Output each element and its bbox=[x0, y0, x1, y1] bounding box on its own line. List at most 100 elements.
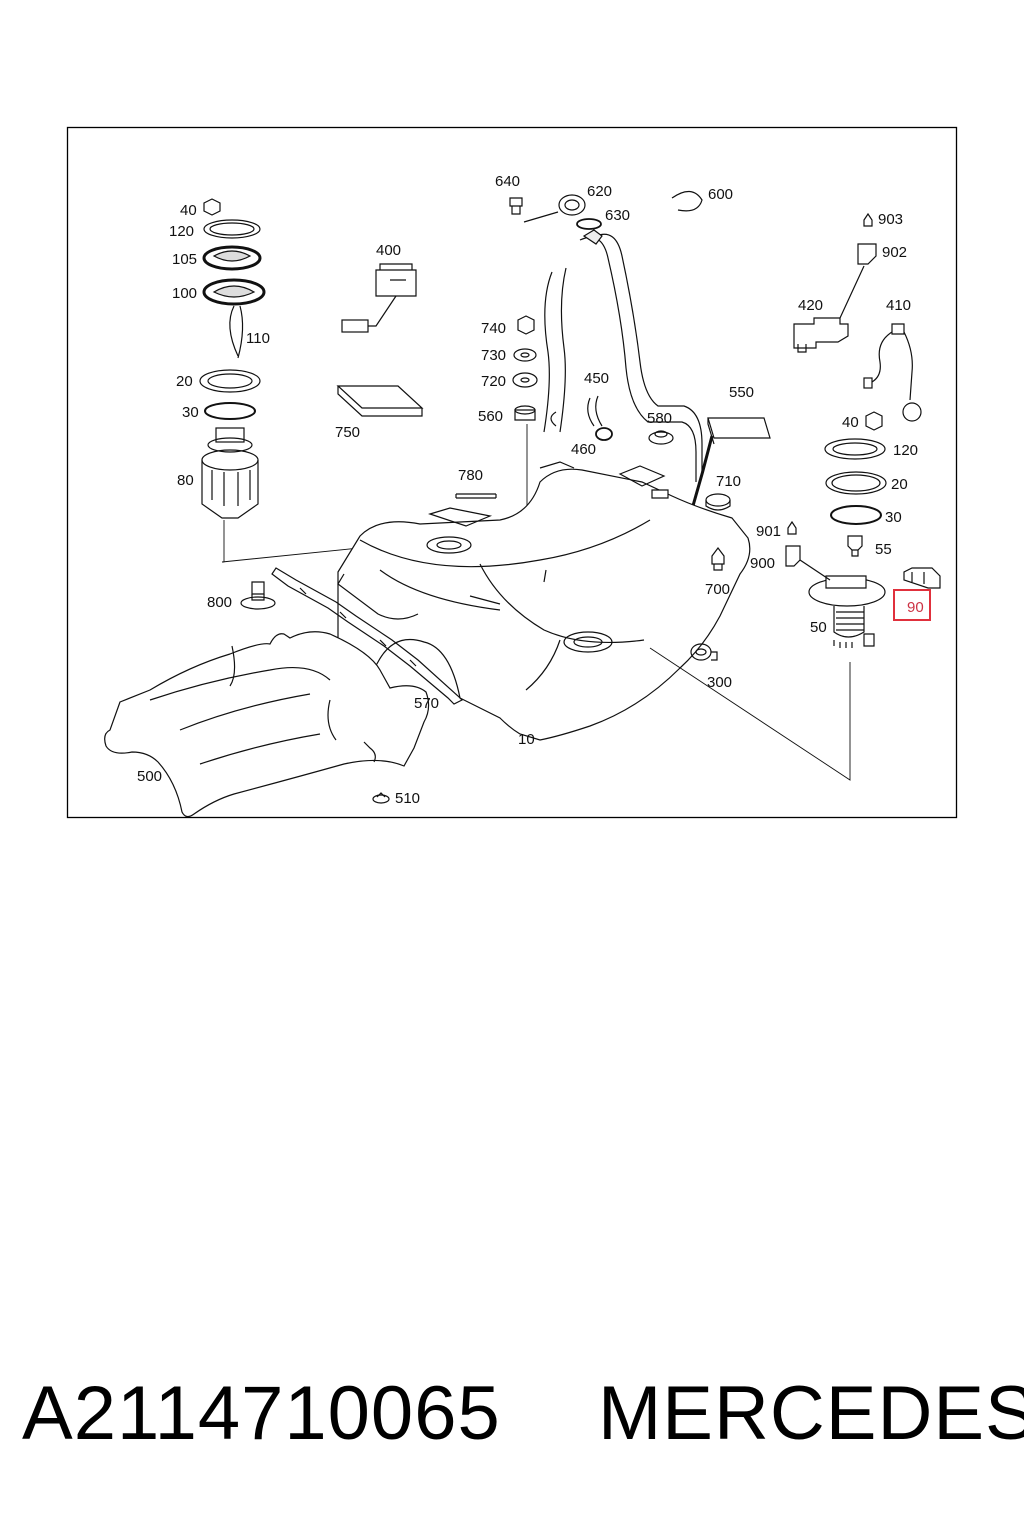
label-710[interactable]: 710 bbox=[716, 473, 741, 490]
bracket-90 bbox=[903, 567, 941, 589]
cap-901 bbox=[787, 520, 797, 535]
nut-510 bbox=[372, 792, 390, 804]
bracket-570 bbox=[271, 567, 464, 705]
fuel-tank-10 bbox=[337, 461, 751, 741]
cover-105 bbox=[202, 245, 262, 271]
sender-410 bbox=[863, 323, 922, 422]
nut-740 bbox=[517, 315, 535, 335]
label-30[interactable]: 30 bbox=[182, 404, 199, 421]
connector-900 bbox=[785, 545, 801, 567]
part-drawings bbox=[104, 190, 941, 818]
label-460[interactable]: 460 bbox=[571, 441, 596, 458]
grommet-580 bbox=[648, 430, 674, 445]
brand-name: MERCEDES bbox=[598, 1371, 1024, 1456]
pump-module-50 bbox=[799, 559, 886, 648]
label-901[interactable]: 901 bbox=[756, 523, 781, 540]
clip-700 bbox=[711, 547, 725, 571]
label-550[interactable]: 550 bbox=[729, 384, 754, 401]
cover-100 bbox=[202, 278, 266, 306]
label-40-right[interactable]: 40 bbox=[842, 414, 859, 431]
label-730[interactable]: 730 bbox=[481, 347, 506, 364]
label-400[interactable]: 400 bbox=[376, 242, 401, 259]
grommet-800 bbox=[240, 581, 276, 610]
heat-shield-500 bbox=[104, 631, 430, 818]
pump-80 bbox=[201, 427, 259, 519]
hose-450 bbox=[587, 395, 603, 427]
bumper-710 bbox=[705, 493, 731, 511]
label-580[interactable]: 580 bbox=[647, 410, 672, 427]
label-750[interactable]: 750 bbox=[335, 424, 360, 441]
label-800[interactable]: 800 bbox=[207, 594, 232, 611]
caption: A2114710065 MERCEDES bbox=[0, 1370, 1024, 1480]
mount-560 bbox=[514, 405, 536, 421]
label-620[interactable]: 620 bbox=[587, 183, 612, 200]
label-20-right[interactable]: 20 bbox=[891, 476, 908, 493]
part-number: A2114710065 bbox=[22, 1371, 501, 1456]
label-120[interactable]: 120 bbox=[169, 223, 194, 240]
label-90[interactable]: 90 bbox=[907, 599, 924, 616]
cap-640 bbox=[509, 197, 523, 215]
label-80[interactable]: 80 bbox=[177, 472, 194, 489]
label-40[interactable]: 40 bbox=[180, 202, 197, 219]
label-780[interactable]: 780 bbox=[458, 467, 483, 484]
part-labels: 640 620 630 600 40 120 105 100 110 400 2… bbox=[137, 173, 924, 807]
ring-630 bbox=[576, 218, 602, 230]
label-740[interactable]: 740 bbox=[481, 320, 506, 337]
washer-730 bbox=[513, 348, 537, 362]
label-120-right[interactable]: 120 bbox=[893, 442, 918, 459]
pad-750 bbox=[336, 385, 424, 417]
highlight-box-90[interactable] bbox=[893, 589, 931, 621]
label-630[interactable]: 630 bbox=[605, 207, 630, 224]
seal-30-right bbox=[830, 505, 882, 525]
label-55[interactable]: 55 bbox=[875, 541, 892, 558]
label-30-right[interactable]: 30 bbox=[885, 509, 902, 526]
label-600[interactable]: 600 bbox=[708, 186, 733, 203]
label-560[interactable]: 560 bbox=[478, 408, 503, 425]
ring-120-left bbox=[203, 219, 261, 239]
leader-80 bbox=[221, 520, 439, 563]
label-720[interactable]: 720 bbox=[481, 373, 506, 390]
ring-20-right bbox=[825, 471, 887, 495]
label-510[interactable]: 510 bbox=[395, 790, 420, 807]
label-105[interactable]: 105 bbox=[172, 251, 197, 268]
nut-40-left bbox=[203, 198, 221, 216]
cap-620 bbox=[558, 194, 586, 216]
label-700[interactable]: 700 bbox=[705, 581, 730, 598]
pad-550 bbox=[707, 417, 771, 445]
diagram-frame bbox=[66, 126, 958, 819]
plug-300 bbox=[690, 643, 718, 661]
label-420[interactable]: 420 bbox=[798, 297, 823, 314]
tether bbox=[523, 211, 559, 223]
label-570[interactable]: 570 bbox=[414, 695, 439, 712]
strap-780 bbox=[455, 493, 497, 499]
label-20[interactable]: 20 bbox=[176, 373, 193, 390]
wire-110 bbox=[229, 305, 244, 359]
ring-20-left bbox=[199, 369, 261, 393]
clamp-600 bbox=[671, 190, 703, 212]
label-900[interactable]: 900 bbox=[750, 555, 775, 572]
regulator-55 bbox=[847, 535, 863, 557]
clip-460 bbox=[550, 411, 613, 441]
leader-50 bbox=[649, 647, 851, 781]
nut-40-right bbox=[865, 411, 883, 431]
connector-902 bbox=[857, 243, 877, 265]
label-110[interactable]: 110 bbox=[246, 330, 270, 347]
label-903[interactable]: 903 bbox=[878, 211, 903, 228]
label-50[interactable]: 50 bbox=[810, 619, 827, 636]
sensor-420 bbox=[793, 265, 865, 353]
seal-30-left bbox=[204, 402, 256, 420]
washer-720 bbox=[512, 372, 538, 388]
cap-903 bbox=[863, 212, 873, 227]
filler-pipe bbox=[543, 229, 703, 482]
label-640[interactable]: 640 bbox=[495, 173, 520, 190]
label-500[interactable]: 500 bbox=[137, 768, 162, 785]
label-300[interactable]: 300 bbox=[707, 674, 732, 691]
label-10[interactable]: 10 bbox=[518, 731, 535, 748]
label-450[interactable]: 450 bbox=[584, 370, 609, 387]
label-902[interactable]: 902 bbox=[882, 244, 907, 261]
label-410[interactable]: 410 bbox=[886, 297, 911, 314]
ring-120-right bbox=[824, 438, 886, 460]
label-100[interactable]: 100 bbox=[172, 285, 197, 302]
sender-400 bbox=[341, 263, 417, 333]
